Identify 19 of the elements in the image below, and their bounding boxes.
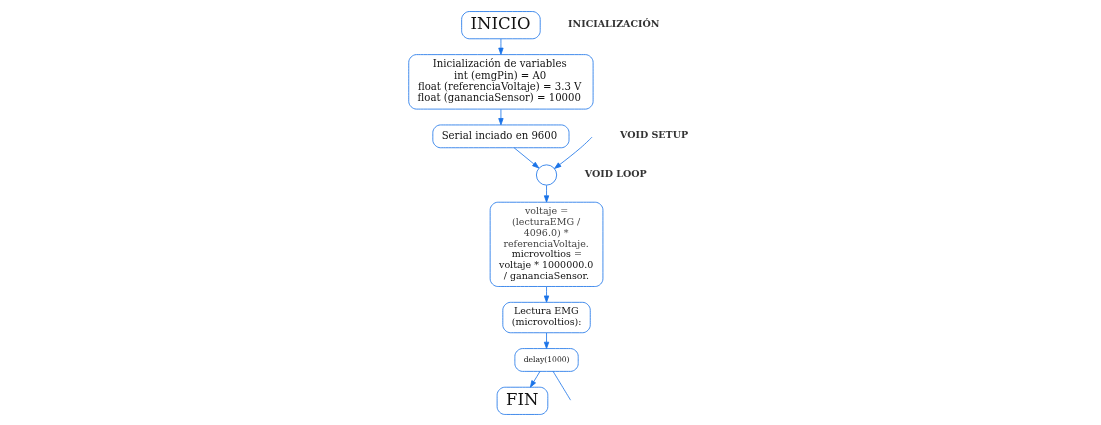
- arrow: [554, 136, 593, 169]
- node-box: FIN: [496, 386, 549, 415]
- node-box: INICIO: [461, 10, 541, 39]
- arrow: [498, 108, 504, 125]
- node-box: Inicialización de variables int (emgPin) = A0 float (referenciaVoltaje) = 3.3 V float (gananciaSensor) = 10000: [408, 53, 594, 109]
- node-box: Lectura EMG (microvoltios):: [502, 301, 591, 333]
- label: VOID SETUP: [620, 128, 689, 140]
- node-box: voltaje = (lecturaEMG / 4096.0) * referenciaVoltaje. microvoltios = voltaje * 1000000.0 / gananciaSensor.: [489, 201, 604, 287]
- arrow: [543, 184, 550, 203]
- node-box: Serial inciado en 9600: [432, 124, 570, 148]
- node-circle: [536, 163, 558, 186]
- label: VOID LOOP: [584, 167, 647, 179]
- arrow: [530, 370, 541, 388]
- connector: [552, 370, 571, 401]
- label: INICIALIZACIÓN: [568, 17, 660, 29]
- arrow: [543, 285, 550, 303]
- arrow: [513, 146, 540, 168]
- arrow: [498, 38, 504, 55]
- arrow: [543, 331, 550, 349]
